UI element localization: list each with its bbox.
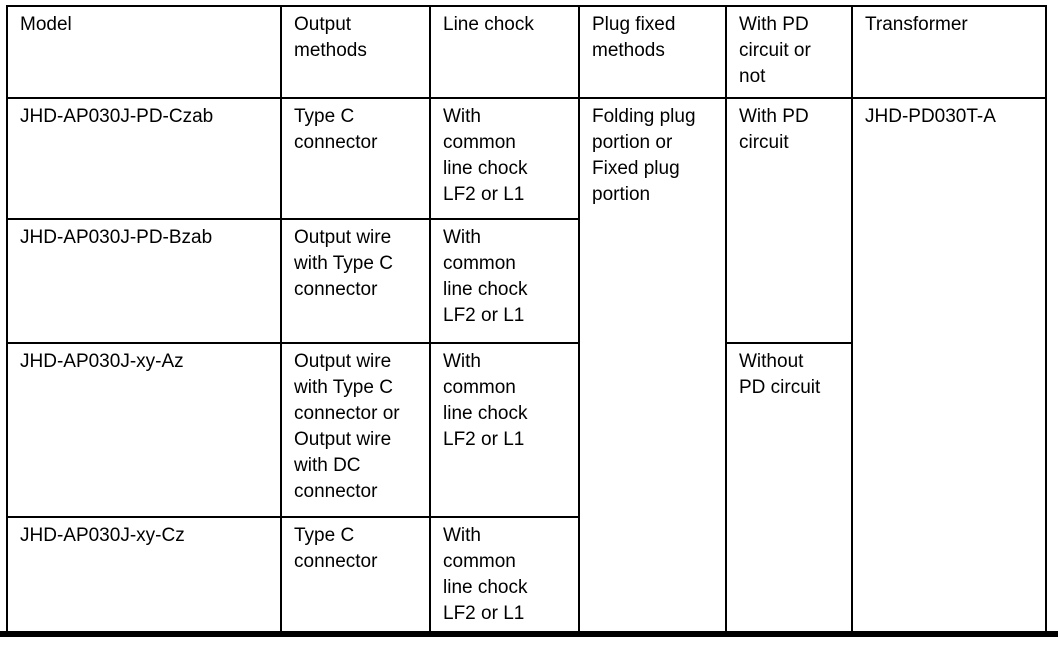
header-line-chock: Line chock (429, 5, 580, 99)
table-row: JHD-AP030J-PD-Bzab Output wire with Type… (6, 218, 1046, 344)
cell-line-chock: With common line chock LF2 or L1 (429, 342, 580, 518)
header-pd-circuit: With PD circuit or not (725, 5, 853, 99)
cell-line-chock: With common line chock LF2 or L1 (429, 516, 580, 636)
cell-model: JHD-AP030J-PD-Czab (6, 97, 282, 220)
table-row: JHD-AP030J-PD-Czab Type C connector With… (6, 97, 1047, 636)
model-spec-table: Model Output methods Line chock Plug fix… (6, 5, 1047, 636)
cell-output-methods: Output wire with Type C connector (280, 218, 431, 344)
header-model: Model (6, 5, 282, 99)
cell-line-chock: With common line chock LF2 or L1 (429, 218, 580, 344)
cell-model: JHD-AP030J-PD-Bzab (6, 218, 282, 344)
table-row: JHD-AP030J-xy-Cz Type C connector With c… (6, 516, 1046, 636)
header-transformer: Transformer (851, 5, 1047, 99)
cell-plug-fixed-methods: Folding plug portion or Fixed plug porti… (578, 97, 727, 636)
cell-without-pd-circuit: Without PD circuit (725, 342, 853, 636)
cell-output-methods: Output wire with Type C connector or Out… (280, 342, 431, 518)
cell-model: JHD-AP030J-xy-Cz (6, 516, 282, 636)
header-output-methods: Output methods (280, 5, 431, 99)
cell-output-methods: Type C connector (280, 97, 431, 220)
cell-transformer: JHD-PD030T-A (851, 97, 1047, 636)
cell-line-chock: With common line chock LF2 or L1 (429, 97, 580, 220)
page-bottom-rule (0, 631, 1058, 637)
cell-output-methods: Type C connector (280, 516, 431, 636)
header-plug-fixed-methods: Plug fixed methods (578, 5, 727, 99)
header-row: Model Output methods Line chock Plug fix… (6, 5, 1047, 99)
cell-with-pd-circuit: With PD circuit (725, 97, 853, 344)
cell-model: JHD-AP030J-xy-Az (6, 342, 282, 518)
